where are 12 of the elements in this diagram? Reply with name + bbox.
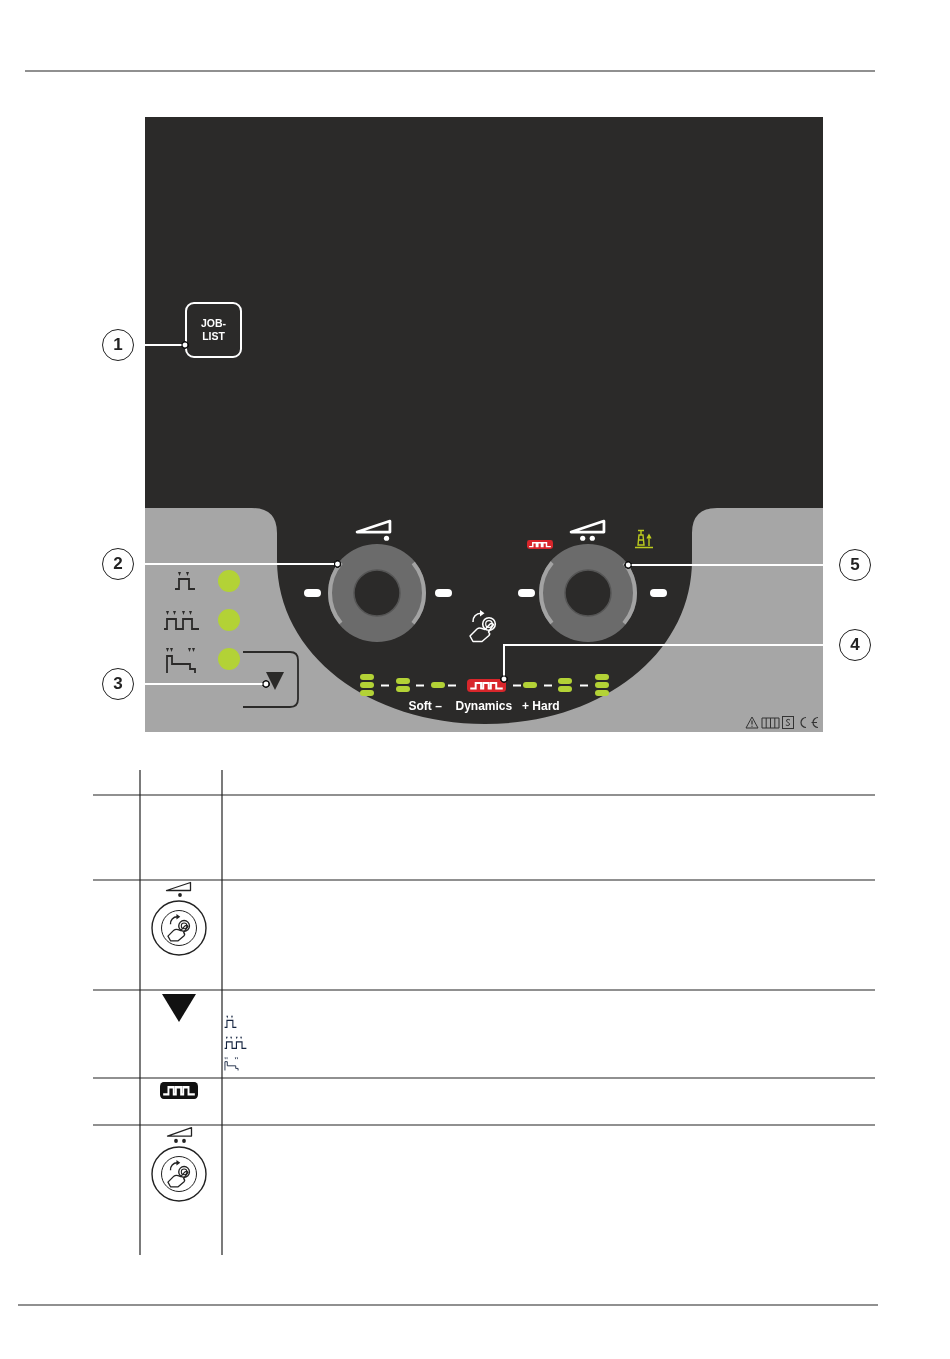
callout-number: 5 xyxy=(839,549,871,581)
callout-number: 3 xyxy=(102,668,134,700)
list-button: JOB- LIST xyxy=(185,302,242,358)
down-arrow-icon xyxy=(266,672,284,690)
rotary-knob xyxy=(539,544,637,642)
scale-label: Soft – xyxy=(408,699,442,713)
callout-number: 1 xyxy=(102,329,134,361)
wave-indicator-icon xyxy=(467,679,506,692)
callout-number: 2 xyxy=(102,548,134,580)
scale-label: + Hard xyxy=(522,699,560,713)
rotary-knob xyxy=(328,544,426,642)
callout-number: 4 xyxy=(839,629,871,661)
